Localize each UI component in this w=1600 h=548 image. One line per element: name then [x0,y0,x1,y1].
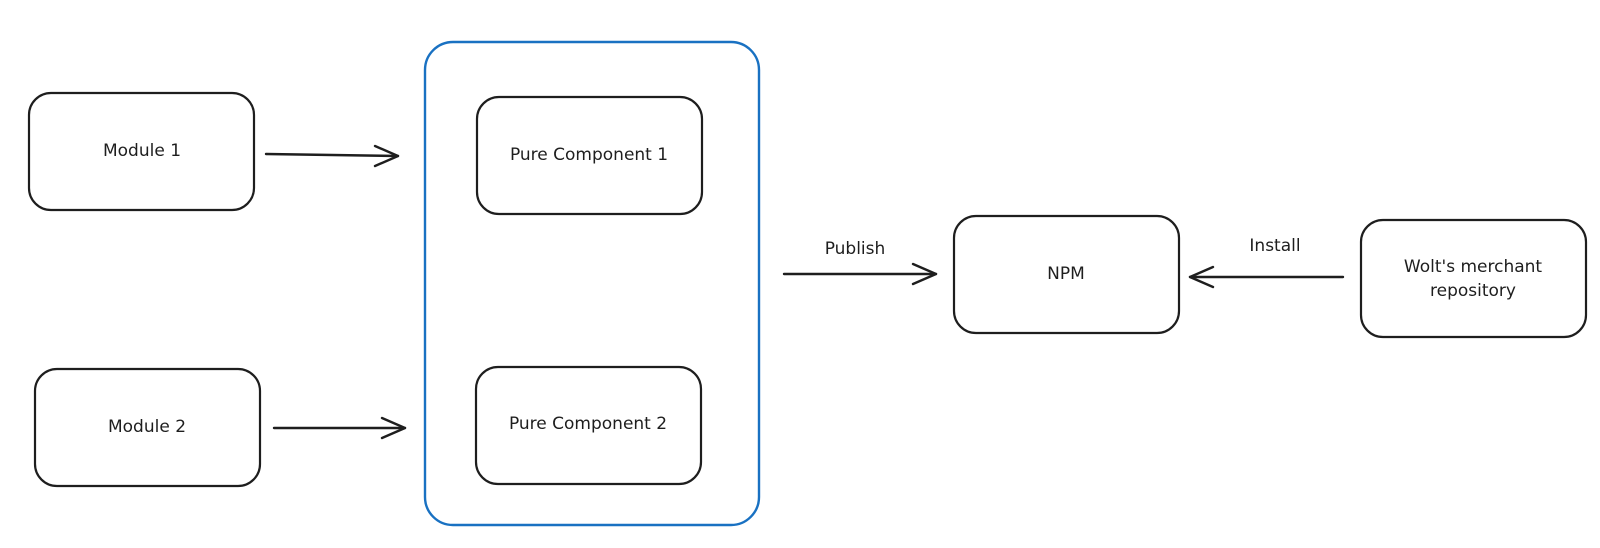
module-1-label: Module 1 [103,141,181,161]
module-2-label: Module 2 [108,417,186,437]
module-2-node[interactable]: Module 2 [33,367,262,488]
pure-component-1-node[interactable]: Pure Component 1 [475,95,704,216]
npm-label: NPM [1047,264,1085,284]
pure-component-2-label: Pure Component 2 [509,414,667,434]
npm-node[interactable]: NPM [952,214,1181,335]
arrow-install[interactable] [1188,265,1345,289]
wolt-repository-label-line2: repository [1430,281,1516,301]
install-label: Install [1249,236,1300,256]
pure-component-1-label: Pure Component 1 [510,145,668,165]
pure-component-2-node[interactable]: Pure Component 2 [474,365,703,486]
publish-label: Publish [825,239,886,259]
arrow-module2-to-group[interactable] [272,416,407,440]
wolt-repository-label-line1: Wolt's merchant [1404,257,1542,277]
pure-components-group[interactable] [423,40,761,527]
arrow-publish[interactable] [782,262,938,286]
module-1-node[interactable]: Module 1 [27,91,256,212]
arrow-module1-to-group[interactable] [264,144,400,168]
wolt-repository-node[interactable]: Wolt's merchant repository [1359,218,1588,339]
